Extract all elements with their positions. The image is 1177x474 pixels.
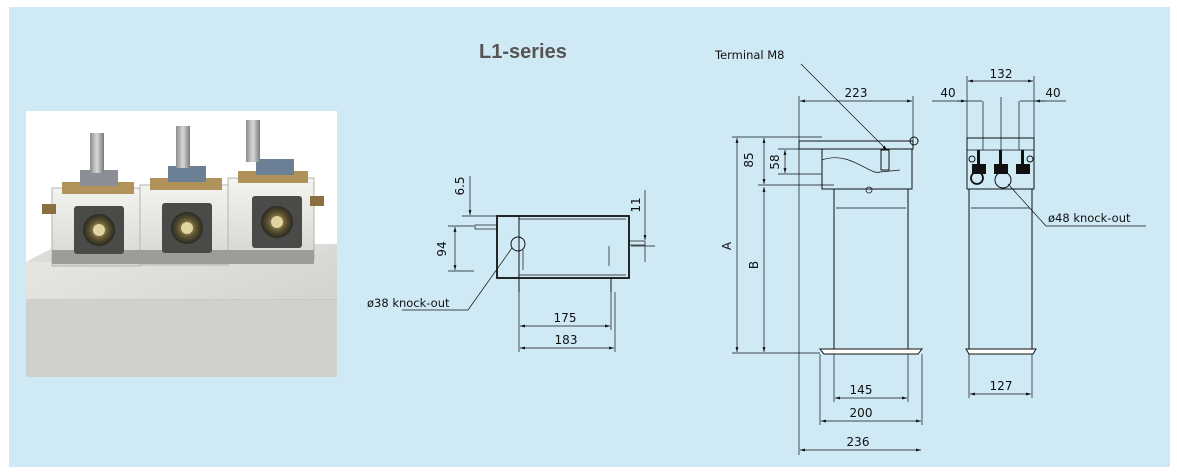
dim-132: 132 [990,67,1013,81]
dim-223: 223 [845,86,868,100]
dim-b: B [747,261,761,269]
terminal-m8-label: Terminal M8 [714,48,785,62]
dim-94: 94 [435,241,449,256]
dim-40-right: 40 [1045,86,1060,100]
dim-145: 145 [850,383,873,397]
front-view-drawing [732,63,924,455]
dim-183: 183 [555,333,578,347]
dim-175: 175 [554,311,577,325]
dim-200: 200 [850,406,873,420]
series-title: L1-series [479,41,567,63]
dim-236: 236 [847,435,870,449]
dim-85: 85 [742,152,756,167]
dim-6-5: 6.5 [453,176,467,195]
dim-127: 127 [990,379,1013,393]
dim-40-left: 40 [940,86,955,100]
dim-a: A [720,241,734,250]
side-view-drawing [402,176,655,352]
knockout-38-label: ø38 knock-out [367,296,450,310]
end-view-drawing [932,76,1146,398]
dim-11: 11 [629,197,643,212]
knockout-48-label: ø48 knock-out [1048,211,1131,225]
dim-58: 58 [768,154,782,169]
terminal-block-photo [26,111,337,377]
